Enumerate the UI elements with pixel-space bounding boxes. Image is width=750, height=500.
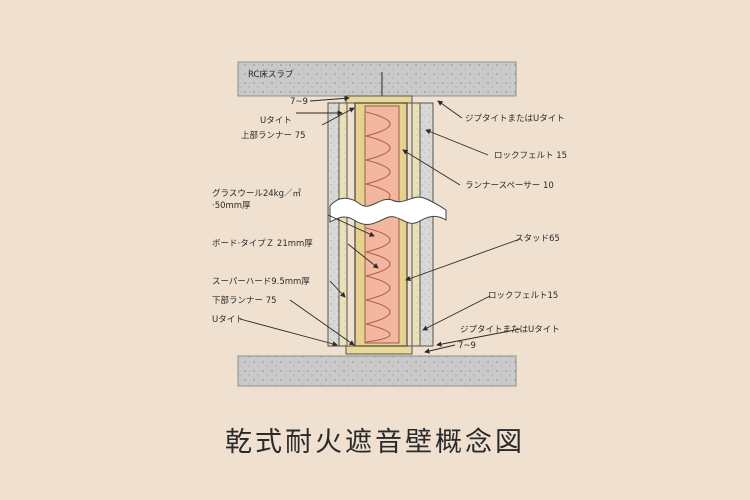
label-upper-runner: 上部ランナー 75 xyxy=(241,130,306,141)
label-gypsum-tight-bottom: ジプタイトまたはUタイト xyxy=(460,325,560,335)
rc-slab-top xyxy=(237,61,517,97)
label-board-type-z: ボード·タイプＺ 21mm厚 xyxy=(212,239,313,249)
rc-slab-bottom xyxy=(237,355,517,387)
label-rc-slab: RC床スラブ xyxy=(248,69,294,80)
right-leaders xyxy=(402,100,521,354)
label-gap-top: 7~9 xyxy=(290,97,308,107)
label-gap-bottom: 7~9 xyxy=(458,341,476,351)
label-stud: スタッド65 xyxy=(515,234,560,244)
label-rock-felt-bottom: ロックフェルト15 xyxy=(488,291,558,301)
lower-runner xyxy=(345,345,413,355)
label-lower-runner: 下部ランナー 75 xyxy=(212,295,277,306)
super-hard-right xyxy=(411,102,421,347)
label-glass-wool-thickness: ·50mm厚 xyxy=(212,201,251,211)
label-super-hard: スーパーハード9.5mm厚 xyxy=(212,277,310,287)
board-type-z-left xyxy=(327,102,340,347)
label-runner-spacer: ランナースペーサー 10 xyxy=(465,181,554,191)
insulation-zigzag xyxy=(365,111,391,343)
board-type-z-right xyxy=(419,102,434,347)
label-u-tight-top: Uタイト xyxy=(260,116,292,126)
left-leaders xyxy=(239,95,379,347)
label-glass-wool: グラスウール24kg／㎥ xyxy=(212,188,301,199)
diagram-title: 乾式耐火遮音壁概念図 xyxy=(225,427,525,458)
label-rock-felt-top: ロックフェルト 15 xyxy=(494,151,567,161)
upper-runner xyxy=(345,95,413,104)
break-symbol xyxy=(329,196,447,225)
label-gypsum-tight-top: ジプタイトまたはUタイト xyxy=(465,114,565,124)
super-hard-left xyxy=(338,102,348,347)
label-u-tight-bottom: Uタイト xyxy=(212,315,244,325)
